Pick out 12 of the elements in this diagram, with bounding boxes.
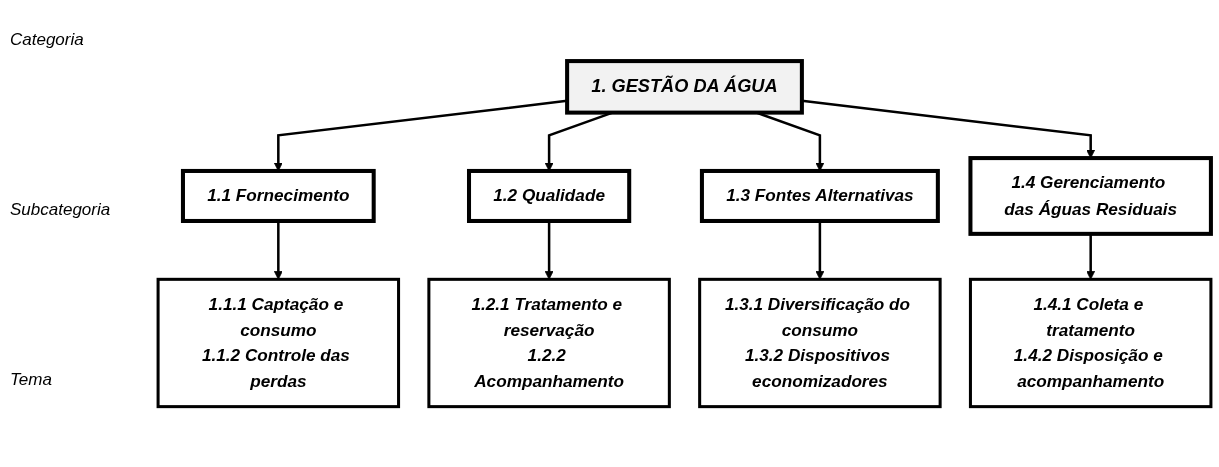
node-box: 1.3 Fontes Alternativas (699, 168, 940, 223)
node-box: 1.3.1 Diversificação do consumo 1.3.2 Dispositivos economizadores (698, 277, 942, 408)
row-label: Subcategoria (10, 200, 111, 220)
row-label: Categoria (10, 30, 84, 50)
node-box: 1.1.1 Captação e consumo 1.1.2 Controle das perdas (156, 277, 401, 408)
node-box: 1.2.1 Tratamento e reservação 1.2.2 Acompanhamento (427, 277, 671, 408)
node-box: 1.2 Qualidade (467, 168, 632, 223)
node-box: 1. GESTÃO DA ÁGUA (565, 58, 804, 115)
node-box: 1.1 Fornecimento (180, 168, 376, 223)
row-label: Tema (10, 370, 52, 390)
node-box: 1.4 Gerenciamento das Águas Residuais (968, 155, 1213, 236)
node-box: 1.4.1 Coleta e tratamento 1.4.2 Disposição e acompanhamento (968, 277, 1213, 408)
